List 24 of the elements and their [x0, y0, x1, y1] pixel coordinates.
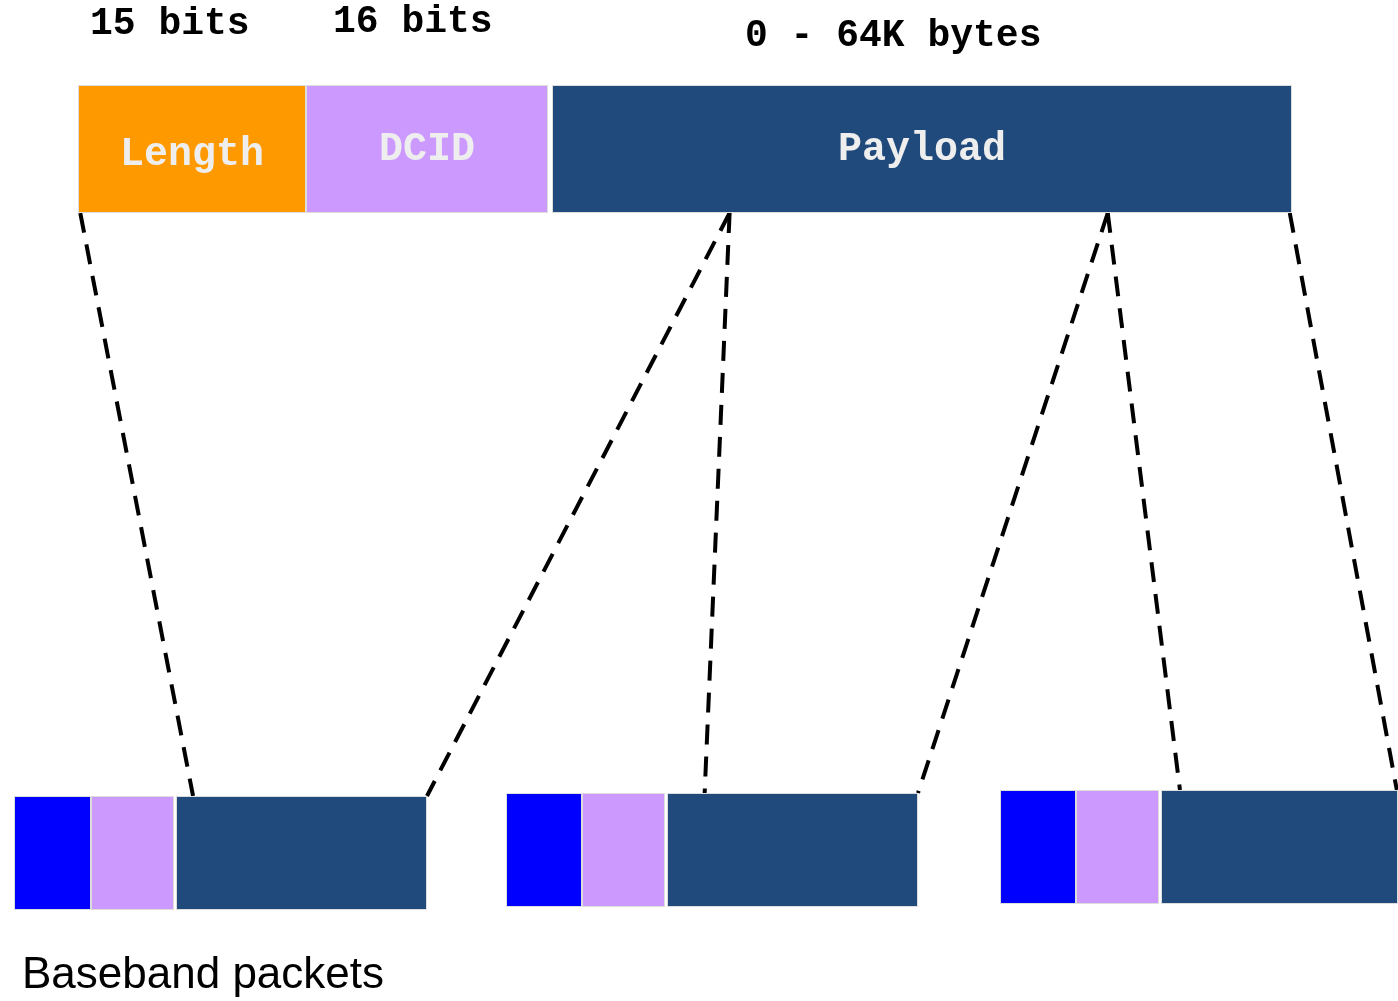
caption-text: Baseband packets	[22, 948, 385, 998]
field-size-label: 15 bits	[90, 2, 250, 45]
dashed-line	[78, 212, 196, 797]
dashed-line	[1105, 212, 1182, 791]
packet-field-box	[176, 796, 427, 910]
field-box	[552, 85, 1292, 213]
packet-field-box	[14, 796, 91, 910]
packet-field-box	[91, 796, 174, 910]
packet-field-box	[1161, 790, 1398, 904]
packet-field-box	[506, 793, 582, 907]
field-box	[306, 85, 548, 213]
packet-field-box	[582, 793, 665, 907]
packet-field-box	[1076, 790, 1159, 904]
field-name: Length	[120, 131, 264, 177]
dashed-line	[916, 212, 1110, 794]
field-size-label: 0 - 64K bytes	[745, 14, 1042, 57]
dashed-line	[702, 212, 732, 794]
field-size-label: 16 bits	[333, 0, 493, 43]
dashed-line	[1287, 212, 1398, 791]
field-name: DCID	[379, 126, 475, 172]
field-name: Payload	[838, 126, 1006, 172]
field-box	[78, 85, 306, 213]
packet-field-box	[667, 793, 918, 907]
packet-field-box	[1000, 790, 1076, 904]
